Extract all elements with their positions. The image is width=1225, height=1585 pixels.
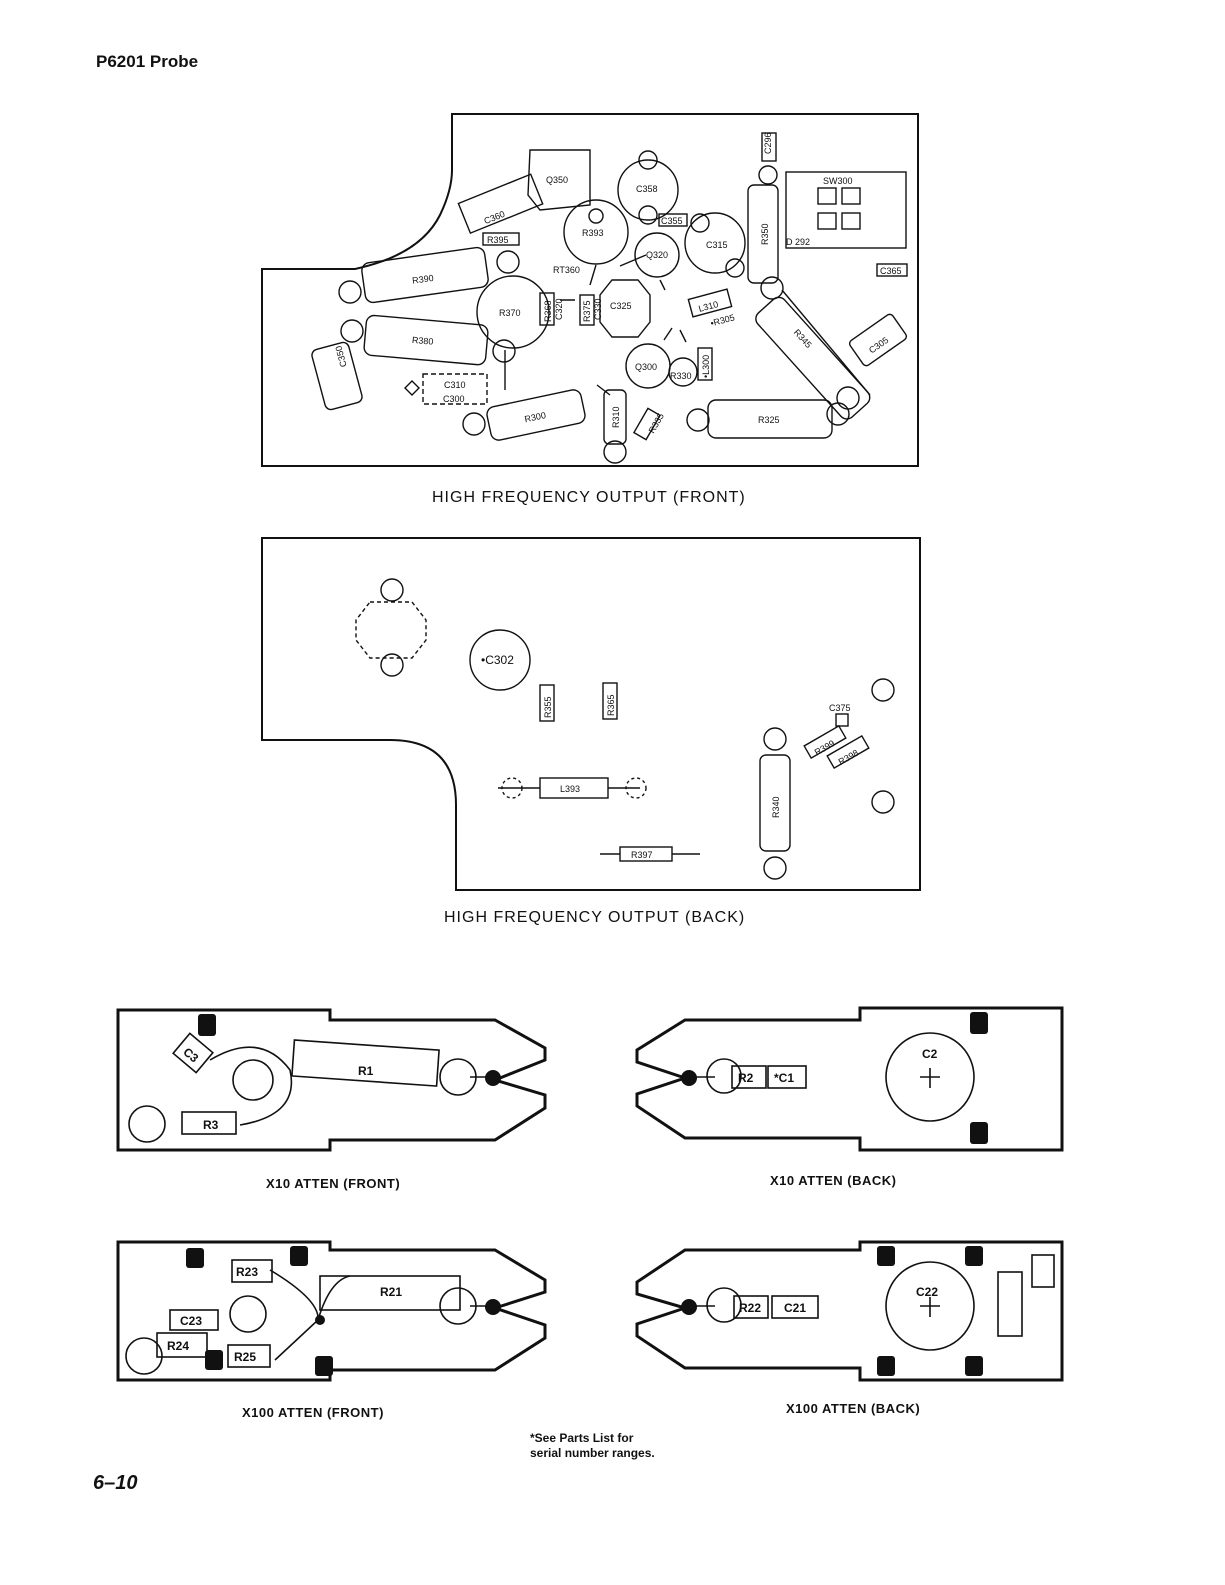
hf-back-L393: L393 [560, 784, 580, 794]
caption-x10-back: X10 ATTEN (BACK) [770, 1173, 897, 1188]
hf-front-R390: R390 [412, 273, 435, 286]
hf-back-C302: •C302 [481, 653, 514, 667]
hf-front-C330: C330 [593, 298, 603, 320]
hf-front-RT360: RT360 [553, 265, 580, 275]
hf-back-C375: C375 [829, 703, 851, 713]
hf-front-D292: D 292 [786, 237, 810, 247]
hf-front-R368: R368 [543, 300, 553, 322]
x100-back-C22: C22 [916, 1285, 938, 1299]
caption-x10-front: X10 ATTEN (FRONT) [266, 1176, 401, 1191]
hf-front-R395: R395 [487, 235, 509, 245]
x100-front-C23: C23 [180, 1314, 202, 1328]
hf-front-C325: C325 [610, 301, 632, 311]
x100-front-R24: R24 [167, 1339, 189, 1353]
hf-front-R310: R310 [611, 406, 621, 428]
x100-front-R21: R21 [380, 1285, 402, 1299]
x10-back-C1: *C1 [774, 1071, 794, 1085]
page-number: 6–10 [93, 1472, 138, 1494]
hf-back-R355: R355 [543, 696, 553, 718]
hf-back-R340: R340 [771, 796, 781, 818]
x10-back-R2: R2 [738, 1071, 754, 1085]
hf-front-Q320: Q320 [646, 250, 668, 260]
hf-front-R393: R393 [582, 228, 604, 238]
hf-front-C300: C300 [443, 394, 465, 404]
hf-front-R330: R330 [670, 371, 692, 381]
hf-front-C365: C365 [880, 266, 902, 276]
page-header-title: P6201 Probe [96, 52, 199, 71]
hf-front-C310: C310 [444, 380, 466, 390]
x100-front-R25: R25 [234, 1350, 256, 1364]
hf-front-R380: R380 [412, 335, 434, 347]
caption-hf-front: HIGH FREQUENCY OUTPUT (FRONT) [432, 489, 746, 506]
x10-back-C2: C2 [922, 1047, 938, 1061]
hf-front-C320: C320 [554, 298, 564, 320]
x100-back-C21: C21 [784, 1301, 806, 1315]
footnote: *See Parts List for serial number ranges… [530, 1431, 655, 1461]
caption-x100-back: X100 ATTEN (BACK) [786, 1401, 921, 1416]
x100-back-R22: R22 [739, 1301, 761, 1315]
x100-front-R23: R23 [236, 1265, 258, 1279]
hf-front-R375: R375 [582, 300, 592, 322]
hf-front-Q300: Q300 [635, 362, 657, 372]
hf-front-C315: C315 [706, 240, 728, 250]
x10-front-R3: R3 [203, 1118, 219, 1132]
caption-hf-back: HIGH FREQUENCY OUTPUT (BACK) [444, 909, 746, 926]
hf-front-R350: R350 [760, 223, 770, 245]
hf-front-C296: C296 [763, 132, 773, 154]
hf-front-R325: R325 [758, 415, 780, 425]
caption-x100-front: X100 ATTEN (FRONT) [242, 1405, 384, 1420]
hf-back-R365: R365 [606, 694, 616, 716]
footnote-line-2: serial number ranges. [530, 1446, 655, 1460]
hf-front-board: Q350 C358 C296 SW300 C360 R393 C355 C315… [261, 113, 919, 467]
hf-back-R397: R397 [631, 850, 653, 860]
hf-front-C355: C355 [661, 216, 683, 226]
hf-front-L300: •L300 [701, 355, 711, 378]
hf-front-SW300: SW300 [823, 176, 853, 186]
hf-front-Q350: Q350 [546, 175, 568, 185]
hf-front-R370: R370 [499, 308, 521, 318]
hf-front-C358: C358 [636, 184, 658, 194]
x10-front-R1: R1 [358, 1064, 374, 1078]
footnote-line-1: *See Parts List for [530, 1431, 634, 1445]
hf-front-R300: R300 [524, 410, 547, 424]
